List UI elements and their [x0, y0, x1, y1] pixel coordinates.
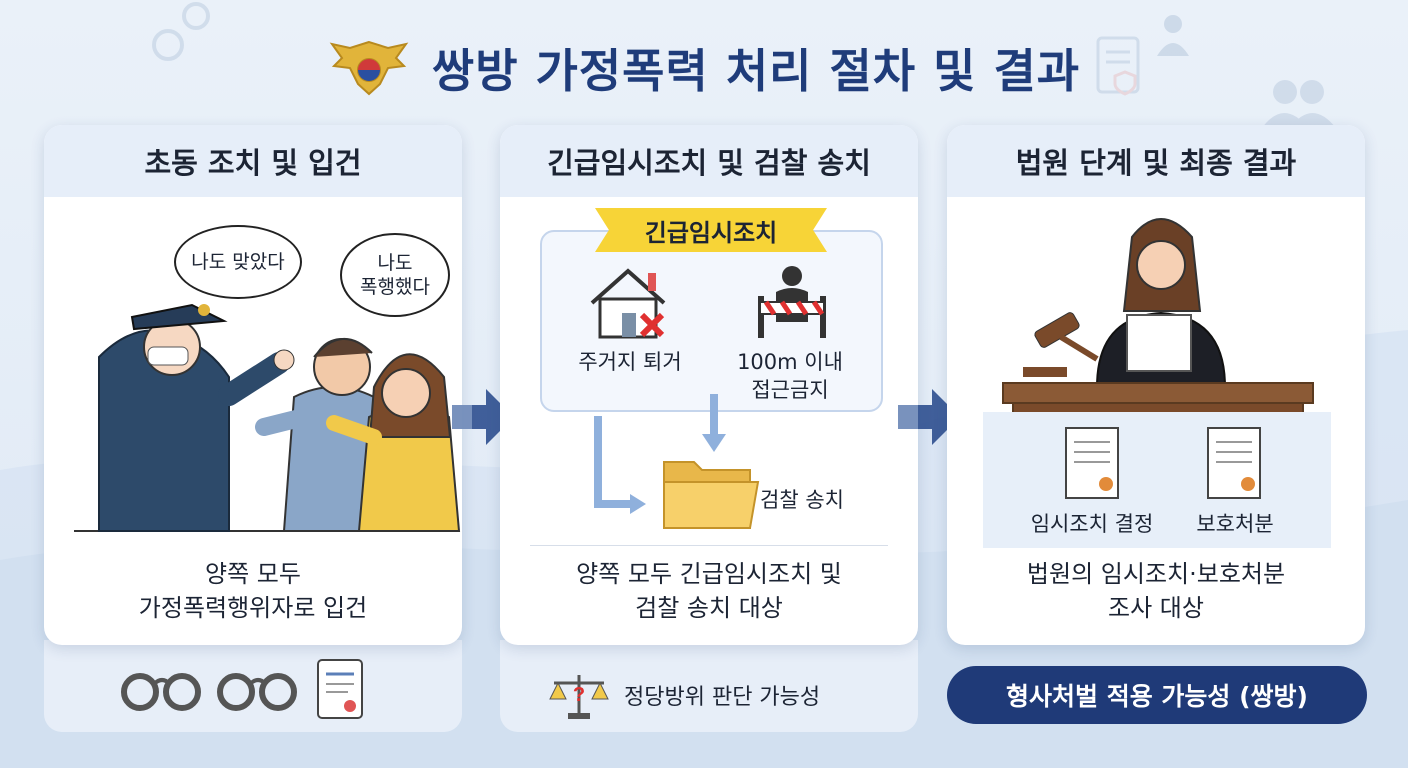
handcuffs-icon-2	[217, 673, 297, 711]
dispute-illustration	[74, 303, 461, 532]
step3-description-line1: 법원의 임시조치·보호처분	[1026, 560, 1286, 588]
court-decisions-box	[983, 412, 1331, 548]
doc-protective-disposition: 보호처분	[1196, 512, 1274, 536]
step2-description: 양쪽 모두 긴급임시조치 및 검찰 송치 대상	[500, 557, 918, 625]
emergency-ribbon: 긴급임시조치	[595, 208, 827, 252]
doc-temporary-measure: 임시조치 결정	[1030, 512, 1154, 536]
faint-people-icon	[1262, 80, 1336, 128]
flow-arrow-2	[898, 389, 960, 445]
document-icon	[317, 659, 363, 719]
step1-description: 양쪽 모두 가정폭력행위자로 입건	[44, 557, 462, 625]
self-defense-note-text: 정당방위 판단 가능성	[624, 685, 821, 710]
step2-header: 긴급임시조치 및 검찰 송치	[500, 125, 918, 197]
speech-bubble-right-line1: 나도	[377, 252, 413, 274]
woman-figure	[326, 353, 461, 532]
faint-person-icon	[1157, 15, 1189, 56]
step3-description-line2: 조사 대상	[1108, 594, 1204, 622]
speech-bubble-left: 나도 맞았다	[174, 225, 302, 299]
house-x-icon	[590, 268, 666, 339]
emergency-ribbon-text: 긴급임시조치	[644, 218, 778, 247]
barrier-icon	[758, 266, 826, 338]
item-no-approach: 100m 이내 접근금지	[710, 348, 870, 404]
flow-to-prosecution	[594, 394, 760, 529]
step1-panel: 초동 조치 및 입건 나도 맞았다 나도	[44, 125, 462, 645]
step3-header: 법원 단계 및 최종 결과	[947, 125, 1365, 197]
judge-figure	[1095, 218, 1227, 388]
folder-label: 검찰 송치	[760, 488, 844, 512]
speech-bubble-right-line2: 폭행했다	[360, 276, 430, 298]
certificate-icon-1	[1065, 427, 1119, 499]
item-no-approach-line1: 100m 이내	[737, 350, 843, 374]
title-row: 쌍방 가정폭력 처리 절차 및 결과	[0, 28, 1408, 108]
step3-panel: 법원 단계 및 최종 결과 법원의 임시조치·보호처분 조사 대상	[947, 125, 1365, 645]
step1-description-line1: 양쪽 모두	[205, 560, 301, 588]
self-defense-note: ? 정당방위 판단 가능성	[548, 666, 820, 724]
criminal-punishment-badge: 형사처벌 적용 가능성 (쌍방)	[947, 666, 1367, 724]
gavel-icon	[1023, 312, 1099, 377]
speech-bubble-right: 나도 폭행했다	[340, 233, 450, 317]
item-move-out: 주거지 퇴거	[578, 350, 682, 374]
flow-arrow-1	[452, 389, 514, 445]
scale-icon: ?	[549, 675, 609, 719]
step2-description-line2: 검찰 송치 대상	[635, 594, 783, 622]
handcuffs-icon	[121, 673, 201, 711]
speech-bubble-left-text: 나도 맞았다	[191, 251, 285, 273]
step2-description-line1: 양쪽 모두 긴급임시조치 및	[576, 560, 842, 588]
step1-header: 초동 조치 및 입건	[44, 125, 462, 197]
step2-divider	[530, 545, 888, 546]
folder-icon	[663, 461, 760, 529]
step1-bottom-icons	[121, 659, 363, 719]
faint-handcuffs-icon	[152, 2, 210, 61]
police-emblem-icon	[329, 40, 409, 96]
certificate-icon-2	[1207, 427, 1261, 499]
police-officer-figure	[98, 303, 295, 532]
step3-description: 법원의 임시조치·보호처분 조사 대상	[947, 557, 1365, 625]
criminal-punishment-text: 형사처벌 적용 가능성 (쌍방)	[1006, 682, 1308, 711]
item-no-approach-line2: 접근금지	[751, 378, 829, 402]
faint-document-icon	[1096, 36, 1140, 96]
page-title: 쌍방 가정폭력 처리 절차 및 결과	[431, 44, 1081, 98]
man-figure	[255, 337, 386, 532]
step1-description-line2: 가정폭력행위자로 입건	[138, 594, 368, 622]
svg-text:?: ?	[573, 684, 585, 706]
